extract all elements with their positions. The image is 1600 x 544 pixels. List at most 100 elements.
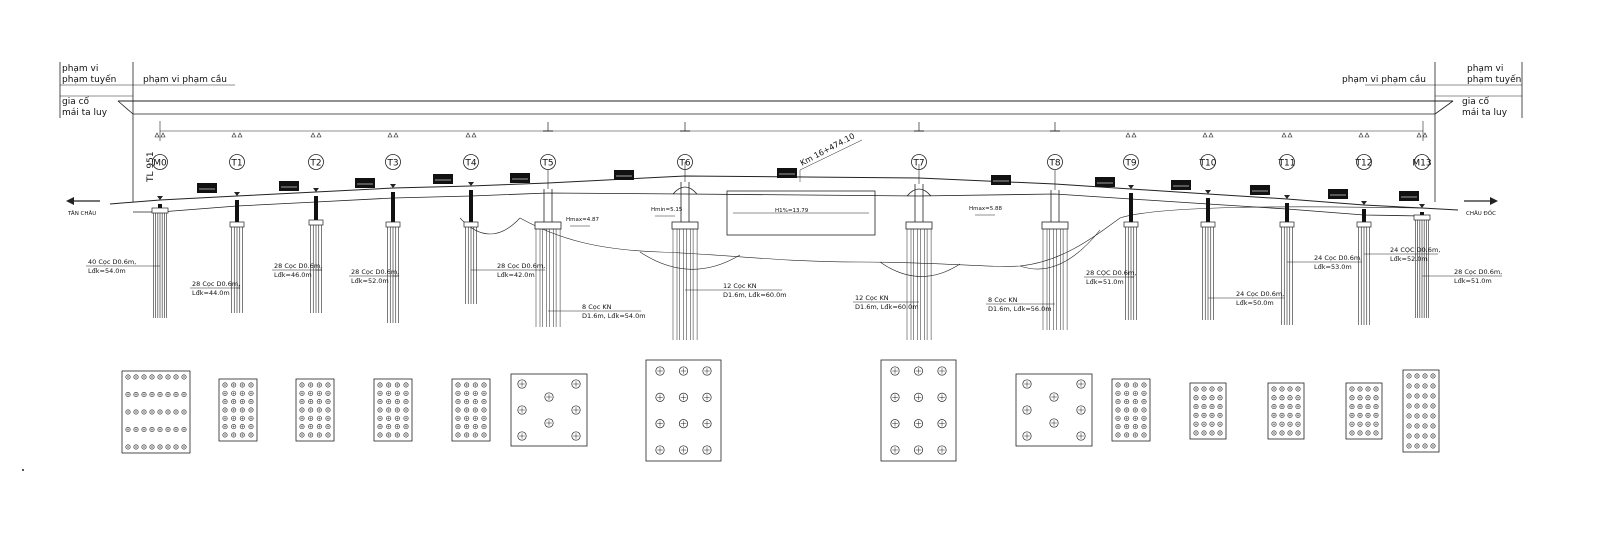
pier-m13: M13 bbox=[1412, 154, 1432, 318]
pile-note-line-1: 12 Cọc KN bbox=[855, 294, 889, 302]
bearing-mark bbox=[465, 132, 477, 138]
pier-t11: T11 bbox=[1278, 154, 1295, 325]
bearing-mark bbox=[231, 132, 243, 138]
bearing-mark bbox=[1358, 132, 1370, 138]
pier-t2: T2 bbox=[308, 154, 324, 313]
bearing-mark bbox=[154, 132, 166, 138]
elevation-tag bbox=[1399, 191, 1419, 201]
bearing-marks bbox=[154, 122, 1428, 138]
elevation-tag bbox=[1250, 185, 1270, 195]
bearing-mark bbox=[1281, 132, 1293, 138]
pier-label: T9 bbox=[1123, 154, 1139, 170]
scour-curve-2 bbox=[639, 251, 741, 270]
elevation-tag bbox=[355, 178, 375, 188]
pile-plan-t6 bbox=[645, 359, 722, 462]
pier-t1: T1 bbox=[229, 154, 245, 313]
bearing-mark bbox=[387, 132, 399, 138]
elevation-tag bbox=[991, 175, 1011, 185]
pile-note-line-2: D1.6m, Lđk=60.0m bbox=[723, 291, 787, 299]
left-zone-label-2: phạm tuyến bbox=[62, 74, 116, 85]
pile-note: 24 CỌC D0.6m,Lđk=52.0m bbox=[1364, 246, 1440, 263]
pier-t10: T10 bbox=[1199, 154, 1217, 320]
right-bridge-zone-label: phạm vi phạm cầu bbox=[1342, 74, 1426, 85]
pile-note-line-1: 28 Cọc D0.6m, bbox=[274, 262, 322, 270]
pile-note: 24 Cọc D0.6m,Lđk=53.0m bbox=[1287, 254, 1362, 271]
pile-note-line-1: 28 CỌC D0.6m, bbox=[1086, 269, 1136, 277]
pile-note-line-1: 24 Cọc D0.6m, bbox=[1236, 290, 1284, 298]
water-level-3: H1%=13.79 bbox=[775, 208, 809, 214]
pile-plan-m13 bbox=[1402, 369, 1440, 453]
pile-note-line-2: Lđk=50.0m bbox=[1236, 299, 1274, 307]
elevation-tag bbox=[197, 183, 217, 193]
scour-curve-4 bbox=[1019, 229, 1101, 270]
pier-label: T5 bbox=[540, 154, 556, 170]
scour-curve-3 bbox=[879, 261, 961, 277]
elevation-tag bbox=[1328, 189, 1348, 199]
pier-label: T3 bbox=[385, 154, 401, 170]
pier-name: T6 bbox=[678, 159, 690, 169]
pier-name: T5 bbox=[541, 159, 553, 169]
bearing-mark bbox=[1125, 132, 1137, 138]
pile-plan-t5 bbox=[510, 373, 588, 447]
pile-note: 28 Cọc D0.6m,Lđk=44.0m bbox=[190, 280, 240, 297]
pier-name: T10 bbox=[1199, 159, 1217, 169]
header-labels: phạm vi phạm tuyến phạm vi phạm cầu gia … bbox=[62, 64, 1521, 118]
stray-dot bbox=[22, 469, 24, 471]
pier-label: M13 bbox=[1412, 154, 1432, 170]
pile-note-line-1: 28 Cọc D0.6m, bbox=[1454, 268, 1502, 276]
bearing-mark bbox=[914, 122, 924, 132]
pile-plan-t9 bbox=[1111, 378, 1151, 442]
pier-t12: T12 bbox=[1355, 154, 1373, 325]
pile-note-line-2: Lđk=54.0m bbox=[88, 267, 126, 275]
elevation-tag bbox=[279, 181, 299, 191]
pile-note-line-2: D1.6m, Lđk=56.0m bbox=[988, 305, 1052, 313]
pile-note-line-1: 24 Cọc D0.6m, bbox=[1314, 254, 1362, 262]
pile-plan-t1 bbox=[218, 378, 258, 442]
pile-plan-t11 bbox=[1267, 382, 1305, 440]
pile-note: 28 CỌC D0.6m,Lđk=51.0m bbox=[1084, 269, 1136, 286]
bearing-mark bbox=[543, 122, 553, 132]
pier-name: T9 bbox=[1124, 159, 1136, 169]
zone-boundaries bbox=[59, 62, 1523, 202]
pier-name: T1 bbox=[230, 159, 242, 169]
deck-plan-view bbox=[117, 100, 1454, 141]
left-reinforce-label-1: gia cố bbox=[62, 96, 90, 107]
right-reinforce-label-1: gia cố bbox=[1462, 96, 1490, 107]
pile-note: 28 Cọc D0.6m,Lđk=46.0m bbox=[272, 262, 322, 279]
road-label: TL 951 bbox=[146, 151, 156, 183]
pile-note-line-1: 28 Cọc D0.6m, bbox=[497, 262, 545, 270]
pile-note: 28 Cọc D0.6m,Lđk=42.0m bbox=[471, 262, 545, 279]
pier-t4: T4 bbox=[463, 154, 479, 304]
ground-profile bbox=[519, 206, 1421, 267]
pier-label: T1 bbox=[229, 154, 245, 170]
pile-note-line-2: Lđk=53.0m bbox=[1314, 263, 1352, 271]
bearing-mark bbox=[310, 132, 322, 138]
deck-top-line bbox=[109, 175, 1459, 211]
bearing-mark bbox=[1050, 122, 1060, 132]
pile-note: 40 Cọc D0.6m,Lđk=54.0m bbox=[86, 258, 160, 275]
pile-plan-t2 bbox=[295, 378, 335, 442]
pier-name: T12 bbox=[1355, 159, 1373, 169]
pile-plan-m0 bbox=[121, 370, 191, 454]
pier-t7: T7 bbox=[905, 154, 933, 340]
pier-t9: T9 bbox=[1123, 154, 1139, 320]
pile-plan-t12 bbox=[1345, 382, 1383, 440]
arrow-left-head bbox=[66, 197, 74, 205]
pile-note-line-1: 8 Cọc KN bbox=[988, 296, 1018, 304]
elevation-tag bbox=[433, 174, 453, 184]
pile-group-plans bbox=[121, 359, 1440, 462]
pier-label: T4 bbox=[463, 154, 479, 170]
pile-plan-t10 bbox=[1189, 382, 1227, 440]
pile-note-line-1: 12 Cọc KN bbox=[723, 282, 757, 290]
pier-name: T3 bbox=[386, 159, 398, 169]
pile-plan-t7 bbox=[880, 359, 957, 462]
pier-name: M0 bbox=[153, 159, 167, 169]
pile-note-line-2: Lđk=51.0m bbox=[1454, 277, 1492, 285]
pier-t5: T5 bbox=[534, 154, 562, 327]
